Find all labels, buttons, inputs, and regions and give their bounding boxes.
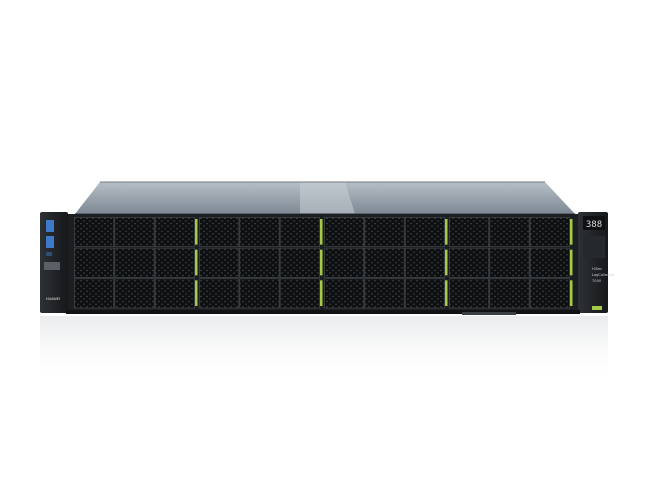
drive-bay bbox=[154, 217, 195, 247]
drive-bay bbox=[449, 278, 490, 309]
right-ear-accent bbox=[592, 306, 602, 310]
drive-bay bbox=[114, 217, 155, 247]
indicator-led bbox=[46, 252, 52, 256]
drive-bay bbox=[404, 247, 445, 278]
drive-bay bbox=[449, 247, 490, 278]
drive-bay bbox=[324, 217, 365, 247]
drive-bay bbox=[279, 247, 320, 278]
drive-bay bbox=[74, 247, 115, 278]
display-digits: 388 bbox=[586, 220, 602, 230]
drive-release-tab bbox=[570, 249, 573, 276]
drive-release-tab bbox=[320, 249, 323, 276]
drive-bay bbox=[279, 217, 320, 247]
drive-bay bbox=[239, 217, 280, 247]
drive-release-tab bbox=[195, 249, 198, 276]
drive-bay bbox=[449, 217, 490, 247]
drive-release-tab bbox=[320, 280, 323, 306]
drive-bay-grid bbox=[74, 217, 573, 309]
drive-bay bbox=[529, 247, 570, 278]
drive-bay bbox=[404, 278, 445, 309]
drive-bay bbox=[404, 217, 445, 247]
brand-logo-text: HUAWEI bbox=[46, 297, 60, 301]
drive-bay bbox=[489, 278, 530, 309]
drive-bay bbox=[154, 278, 195, 309]
drive-release-tab bbox=[320, 219, 323, 245]
drive-release-tab bbox=[195, 219, 198, 245]
drive-bay bbox=[74, 217, 115, 247]
button-panel bbox=[583, 236, 605, 258]
drive-bay bbox=[364, 217, 405, 247]
drive-bay bbox=[529, 217, 570, 247]
drive-bay bbox=[199, 217, 240, 247]
drive-release-tab bbox=[570, 219, 573, 245]
badge-line-1: HiSec bbox=[592, 267, 602, 271]
drive-bay bbox=[114, 247, 155, 278]
drive-release-tab bbox=[445, 249, 448, 276]
status-display bbox=[583, 216, 605, 230]
drive-release-tab bbox=[195, 280, 198, 306]
drive-release-tab bbox=[445, 219, 448, 245]
drive-bay bbox=[199, 247, 240, 278]
drive-bay bbox=[324, 278, 365, 309]
drive-bay bbox=[239, 247, 280, 278]
drive-bay bbox=[489, 217, 530, 247]
drive-bay bbox=[364, 247, 405, 278]
left-rack-ear: HUAWEI bbox=[40, 212, 68, 313]
button-strip bbox=[44, 262, 60, 270]
drive-bay bbox=[74, 278, 115, 309]
drive-release-tab bbox=[445, 280, 448, 306]
drive-release-tab bbox=[570, 280, 573, 306]
floor-reflection bbox=[40, 316, 608, 386]
badge-line-2: LogCollector bbox=[592, 273, 615, 277]
drive-bay bbox=[199, 278, 240, 309]
drive-bay bbox=[279, 278, 320, 309]
badge-line-3: 7000 bbox=[592, 279, 602, 283]
right-rack-ear: 388 HiSec LogCollector 7000 bbox=[578, 212, 615, 313]
usb-port-2 bbox=[46, 236, 54, 248]
chassis-top-highlight bbox=[300, 182, 355, 214]
drive-bay bbox=[114, 278, 155, 309]
drive-bay bbox=[239, 278, 280, 309]
usb-port-1 bbox=[46, 220, 54, 232]
drive-bay bbox=[324, 247, 365, 278]
drive-bay bbox=[529, 278, 570, 309]
drive-bay bbox=[489, 247, 530, 278]
drive-bay bbox=[364, 278, 405, 309]
drive-bay bbox=[154, 247, 195, 278]
